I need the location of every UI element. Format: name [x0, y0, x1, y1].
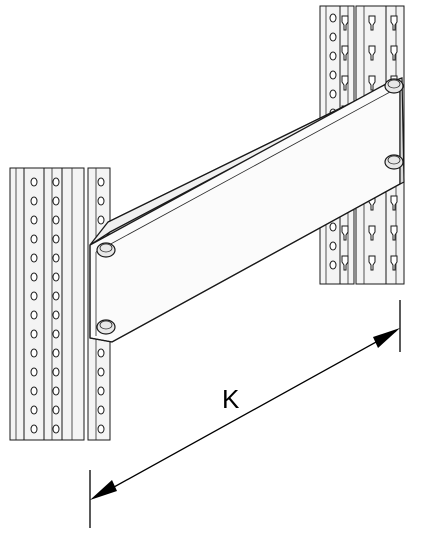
upright-hole: [30, 272, 38, 282]
upright-hole: [52, 348, 60, 358]
upright-hole: [30, 177, 38, 187]
upright-slot: [341, 255, 349, 271]
bolt-right-top: [384, 78, 404, 94]
upright-slot: [368, 15, 376, 31]
dimension-line: [95, 330, 397, 498]
upright-hole: [52, 234, 60, 244]
upright-slot: [390, 255, 398, 271]
upright-slot: [368, 45, 376, 61]
upright-slot: [341, 45, 349, 61]
left-upright: [9, 167, 111, 441]
upright-slot: [368, 225, 376, 241]
upright-hole: [329, 70, 337, 80]
upright-slot: [390, 15, 398, 31]
upright-slot: [368, 75, 376, 91]
upright-hole: [97, 348, 105, 358]
upright-hole: [329, 260, 337, 270]
upright-hole: [52, 405, 60, 415]
upright-hole: [30, 348, 38, 358]
upright-hole: [329, 13, 337, 23]
upright-hole: [30, 234, 38, 244]
upright-hole: [329, 32, 337, 42]
upright-hole: [329, 222, 337, 232]
upright-hole: [52, 196, 60, 206]
upright-hole: [30, 329, 38, 339]
upright-hole: [97, 177, 105, 187]
connecting-plate: [89, 77, 405, 343]
upright-hole: [30, 424, 38, 434]
upright-hole: [97, 386, 105, 396]
upright-hole: [97, 367, 105, 377]
upright-hole: [30, 310, 38, 320]
upright-slot: [341, 75, 349, 91]
bolt-left-bottom: [96, 319, 116, 335]
upright-hole: [30, 215, 38, 225]
upright-hole: [329, 89, 337, 99]
upright-hole: [97, 405, 105, 415]
bolt-left-top: [96, 242, 116, 258]
upright-hole: [52, 177, 60, 187]
dimension-label: K: [222, 384, 240, 414]
upright-slot: [390, 45, 398, 61]
upright-hole: [329, 51, 337, 61]
upright-hole: [52, 367, 60, 377]
upright-slot: [390, 225, 398, 241]
upright-hole: [97, 196, 105, 206]
upright-slot: [341, 15, 349, 31]
left-upright-holes: [30, 177, 105, 434]
upright-hole: [329, 241, 337, 251]
upright-slot: [341, 225, 349, 241]
upright-hole: [52, 253, 60, 263]
upright-hole: [52, 272, 60, 282]
upright-hole: [97, 424, 105, 434]
upright-slot: [390, 195, 398, 211]
upright-hole: [52, 215, 60, 225]
upright-hole: [52, 291, 60, 301]
upright-hole: [97, 215, 105, 225]
upright-hole: [30, 386, 38, 396]
upright-hole: [30, 291, 38, 301]
upright-hole: [30, 253, 38, 263]
upright-slot: [368, 255, 376, 271]
upright-hole: [52, 386, 60, 396]
upright-hole: [52, 310, 60, 320]
dimension-k: K: [89, 300, 401, 528]
bolt-right-bottom: [384, 154, 404, 170]
upright-hole: [30, 367, 38, 377]
arrowhead-right: [373, 328, 400, 348]
upright-hole: [30, 405, 38, 415]
upright-hole: [30, 196, 38, 206]
upright-hole: [52, 329, 60, 339]
arrowhead-left: [90, 480, 117, 500]
upright-hole: [52, 424, 60, 434]
